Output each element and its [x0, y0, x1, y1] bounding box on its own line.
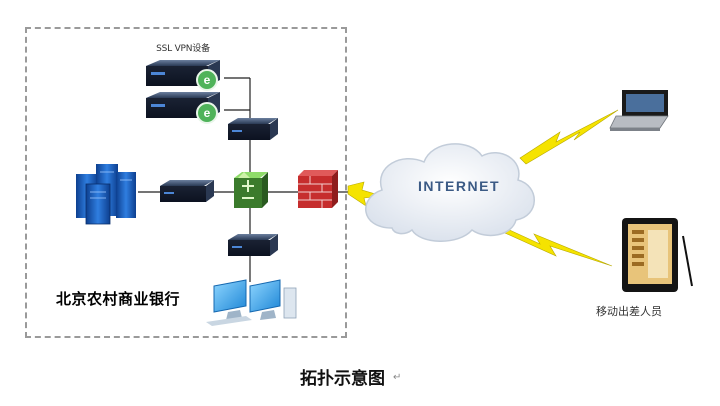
- vpn-device-label: SSL VPN设备: [156, 44, 210, 54]
- bank-network-boundary: [25, 27, 347, 338]
- workstation-icon: [206, 279, 252, 326]
- router-icon: [228, 234, 278, 256]
- return-mark-icon: ↵: [393, 372, 402, 383]
- switch-icon: [234, 172, 268, 208]
- bank-name-label: 北京农村商业银行: [56, 290, 181, 308]
- lightning-icon: [519, 109, 619, 165]
- router-icon: [228, 118, 278, 140]
- vpn-appliance-icon: e: [146, 60, 220, 91]
- workstation-icon: [249, 279, 297, 320]
- svg-text:e: e: [204, 106, 211, 120]
- vpn-appliance-icon: e: [146, 92, 220, 124]
- router-icon: [160, 180, 214, 202]
- internet-label: INTERNET: [418, 178, 500, 194]
- firewall-icon: [298, 170, 338, 208]
- tablet-icon: [622, 218, 693, 292]
- laptop-icon: [609, 90, 669, 131]
- cloud-icon: [365, 143, 535, 242]
- diagram-caption: 拓扑示意图: [300, 369, 385, 389]
- mobile-staff-label: 移动出差人员: [596, 305, 662, 318]
- svg-text:e: e: [204, 73, 211, 87]
- server-cluster-icon: [76, 164, 136, 225]
